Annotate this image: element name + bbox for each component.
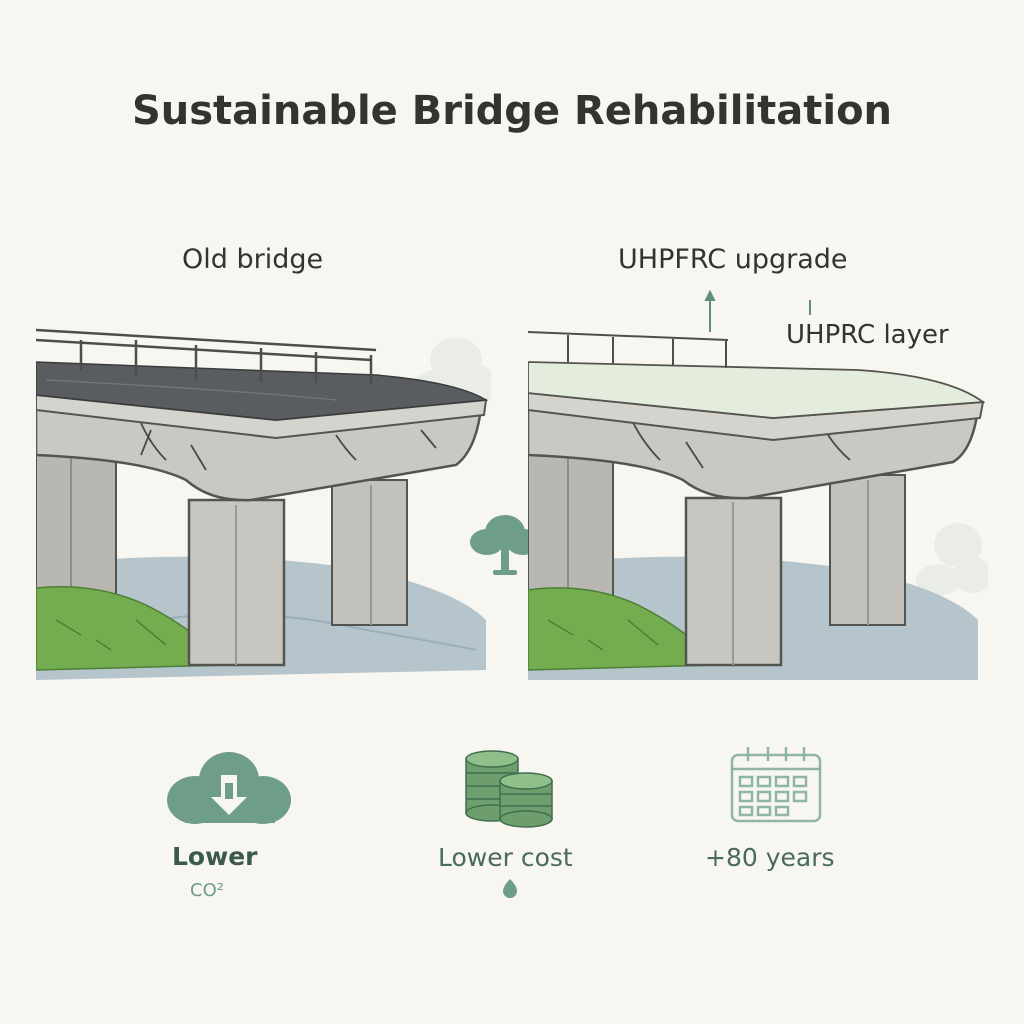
pillar-back-left (528, 449, 614, 601)
guard-rail (528, 331, 729, 368)
uhpfrc-layer-surface (528, 361, 986, 419)
cost-stat-label: Lower cost (438, 843, 573, 872)
old-bridge-label: Old bridge (182, 244, 324, 275)
co2-stat-label: Lower (172, 842, 258, 871)
arrow-icon (704, 290, 811, 332)
location-pin-icon (503, 879, 517, 898)
asphalt-road (36, 361, 489, 421)
background-cloud (916, 523, 988, 596)
uhpfrc-upgrade-label: UHPFRC upgrade (618, 244, 848, 275)
old-bridge-illustration (36, 328, 491, 680)
uhpfrc-layer-label: UHPRC layer (786, 320, 949, 350)
guard-rail (36, 328, 377, 384)
years-stat-label: +80 years (705, 843, 835, 872)
upgraded-bridge-illustration (528, 290, 988, 680)
girder (36, 403, 483, 502)
co2-stat-sublabel: CO² (190, 880, 224, 901)
page-title: Sustainable Bridge Rehabilitation (131, 88, 893, 134)
cloud-down-arrow-icon (167, 752, 291, 824)
calendar-icon (730, 747, 822, 823)
pillar-right (331, 479, 408, 626)
pillar-back-left (36, 449, 117, 601)
coin-stack-icon (465, 750, 553, 828)
